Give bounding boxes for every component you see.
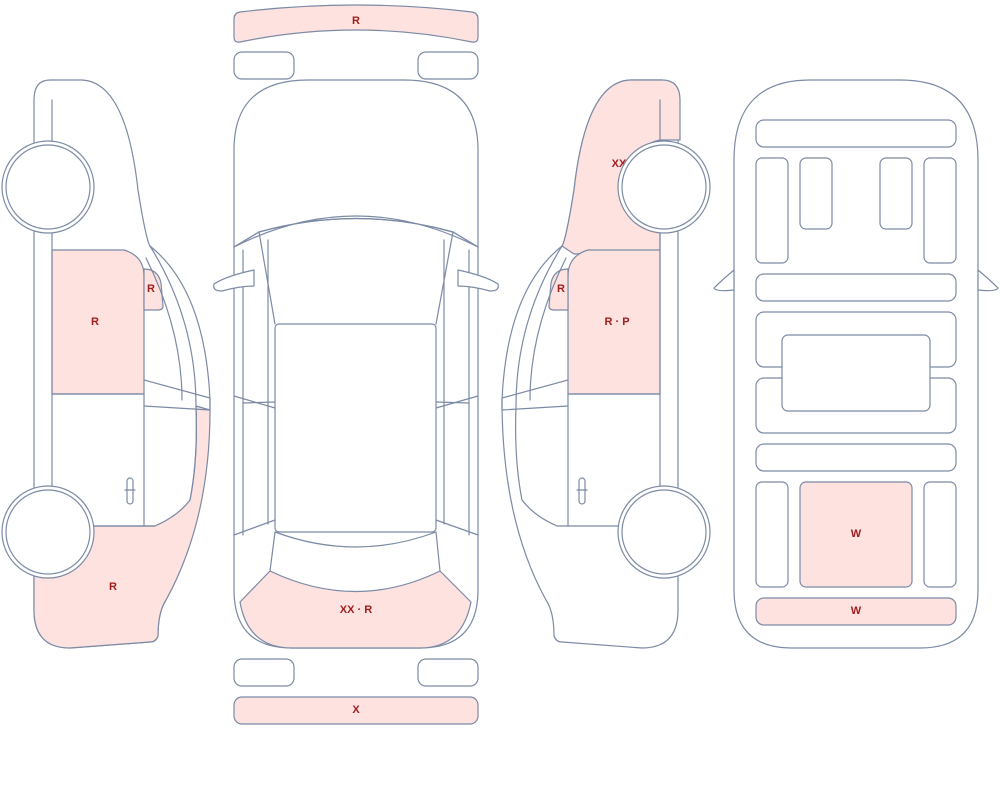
trunk-floor-label: W (851, 528, 862, 540)
rear-row[interactable] (755, 443, 957, 472)
trunk-right-panel[interactable] (923, 481, 957, 588)
top-view: R XX · R X (213, 4, 499, 725)
left-mirror-label: R (147, 283, 155, 295)
front-bumper-label: R (352, 15, 360, 27)
interior-right-mirror[interactable] (977, 269, 999, 292)
interior-view: W W (713, 79, 999, 649)
front-row[interactable] (755, 273, 957, 302)
left-rear-wheel-rim (5, 489, 91, 575)
right-rear-wheel-rim (621, 489, 707, 575)
left-rear-quarter-label: R (109, 581, 117, 593)
rear-hatch[interactable] (239, 570, 472, 649)
rear-bumper[interactable] (233, 696, 479, 725)
front-right-door-panel[interactable] (923, 157, 957, 264)
left-front-door-label: R (91, 316, 99, 328)
roof[interactable] (274, 323, 437, 533)
left-side-view: R R R (1, 79, 211, 649)
right-headlight[interactable] (417, 51, 479, 80)
right-side-view: XX R · P R (501, 79, 711, 649)
front-bumper[interactable] (233, 4, 479, 43)
right-mirror-label: R (557, 283, 565, 295)
top-right-mirror[interactable] (457, 269, 499, 292)
left-front-door[interactable] (51, 249, 145, 395)
right-taillight[interactable] (417, 658, 479, 687)
front-left-door-panel[interactable] (755, 157, 789, 264)
rear-hatch-label: XX · R (340, 604, 372, 616)
trunk-left-panel[interactable] (755, 481, 789, 588)
rear-sill-label: W (851, 605, 862, 617)
front-left-seat[interactable] (799, 157, 833, 230)
trunk-floor[interactable] (799, 481, 913, 588)
right-door-handle[interactable] (578, 477, 586, 505)
top-left-mirror[interactable] (213, 269, 255, 292)
rear-bumper-label: X (352, 704, 360, 716)
center-console[interactable] (781, 334, 931, 412)
left-taillight[interactable] (233, 658, 295, 687)
right-front-wheel-rim (621, 144, 707, 230)
left-door-handle[interactable] (126, 477, 134, 505)
right-front-door-label: R · P (604, 316, 629, 328)
dashboard[interactable] (755, 119, 957, 148)
left-headlight[interactable] (233, 51, 295, 80)
left-front-wheel-rim (5, 144, 91, 230)
rear-sill[interactable] (755, 597, 957, 626)
interior-left-mirror[interactable] (713, 269, 735, 292)
front-right-seat[interactable] (879, 157, 913, 230)
right-front-door[interactable] (567, 249, 661, 395)
